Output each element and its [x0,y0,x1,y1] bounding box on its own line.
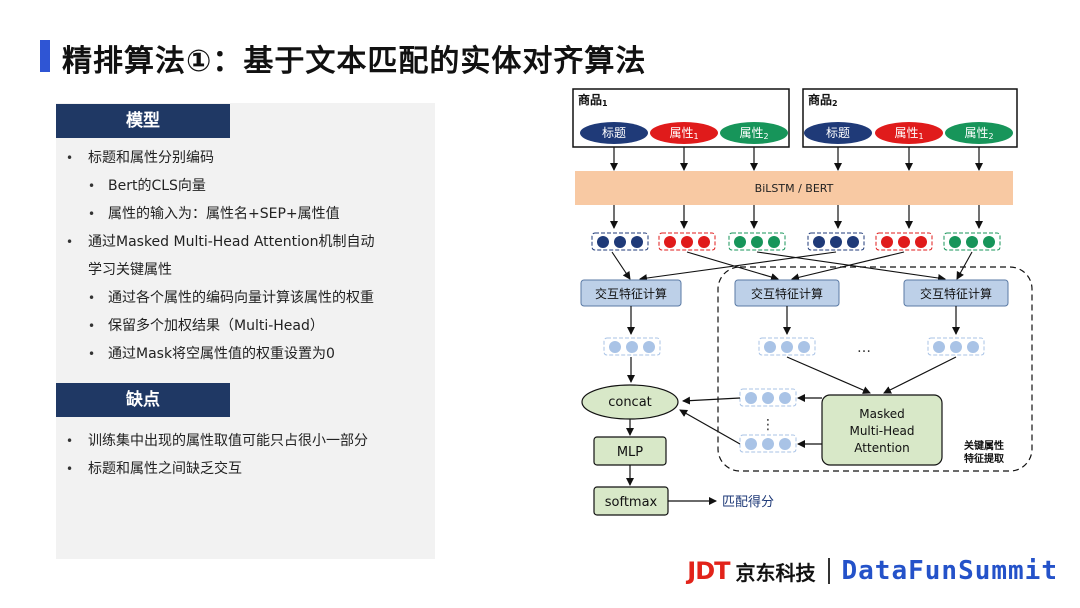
key-attr-label-2: 特征提取 [964,452,1005,465]
vec-title-2 [807,232,865,251]
ellipsis-text: … [857,340,871,356]
vdots-text: ⋮ [761,417,775,433]
cons-header: 缺点 [56,383,230,417]
encoder-label: BiLSTM / BERT [755,182,834,195]
mmha-box [821,394,943,466]
vec-interact-attr1 [758,337,816,356]
mmha-line-2: Multi-Head [849,424,914,438]
model-line-2: Bert的CLS向量 [108,178,206,194]
model-line-8: 通过Mask将空属性值的权重设置为0 [108,346,335,362]
vec-attr2-2 [943,232,1001,251]
cons-line-2: 标题和属性之间缺乏交互 [88,461,242,477]
concat-label: concat [608,395,652,410]
attr2-ellipse [720,122,788,144]
left-panel [56,103,435,559]
key-attr-label-1: 关键属性 [964,439,1004,452]
model-line-5: 学习关键属性 [88,262,172,278]
attr1-label: 属性1 [669,126,698,141]
attr2-label: 属性2 [739,126,768,141]
bullet-dot: • [66,462,74,476]
model-line-4: 通过Masked Multi-Head Attention机制自动 [88,234,375,250]
title-label: 标题 [602,126,626,140]
footer-divider [827,558,830,584]
mlp-label: MLP [617,445,643,460]
vec-interact-title [603,337,661,356]
model-line-7: 保留多个加权结果（Multi-Head） [108,318,324,334]
attr2-ellipse [945,122,1013,144]
attr1-ellipse [875,122,943,144]
attr1-label: 属性1 [894,126,923,141]
title-ellipse [580,122,648,144]
vec-attr2-1 [728,232,786,251]
product2-label: 商品2 [808,92,838,108]
vec-interact-attr2 [927,337,985,356]
bullet-dot: • [88,319,96,333]
title-accent-bar [40,40,50,72]
vec-attr1-1 [658,232,716,251]
vec-mmha-out-2 [739,434,797,453]
jd-tech-name: 京东科技 [735,560,816,585]
key-attr-region [717,266,1033,472]
bullet-dot: • [88,179,96,193]
interact-label: 交互特征计算 [751,286,823,301]
bullet-dot: • [66,235,74,249]
interact-label: 交互特征计算 [595,286,667,301]
softmax-label: softmax [605,495,658,510]
bullet-dot: • [88,347,96,361]
model-line-3: 属性的输入为：属性名+SEP+属性值 [108,206,340,222]
footer-branding: JDT 京东科技 DataFunSummit [687,556,1058,586]
match-score-label: 匹配得分 [722,494,774,510]
bullet-dot: • [88,291,96,305]
bullet-dot: • [88,207,96,221]
cons-line-1: 训练集中出现的属性取值可能只占很小一部分 [88,433,368,449]
product1-label: 商品1 [578,92,608,108]
encoder-bar [575,171,1013,205]
interact-label: 交互特征计算 [920,286,992,301]
model-line-6: 通过各个属性的编码向量计算该属性的权重 [108,290,374,306]
title-label: 标题 [826,126,850,140]
mmha-line-3: Attention [854,441,909,455]
bullet-dot: • [66,434,74,448]
datafun-logo: DataFunSummit [841,556,1058,586]
model-header: 模型 [56,104,230,138]
vec-mmha-out-1 [739,388,797,407]
jdt-logo: JDT [687,557,730,585]
attr2-label: 属性2 [964,126,993,141]
page-title: 精排算法①：基于文本匹配的实体对齐算法 [62,44,647,79]
mmha-line-1: Masked [859,407,904,421]
vec-attr1-2 [875,232,933,251]
title-ellipse [804,122,872,144]
model-line-1: 标题和属性分别编码 [88,150,214,166]
bullet-dot: • [66,151,74,165]
attr1-ellipse [650,122,718,144]
vec-title-1 [591,232,649,251]
